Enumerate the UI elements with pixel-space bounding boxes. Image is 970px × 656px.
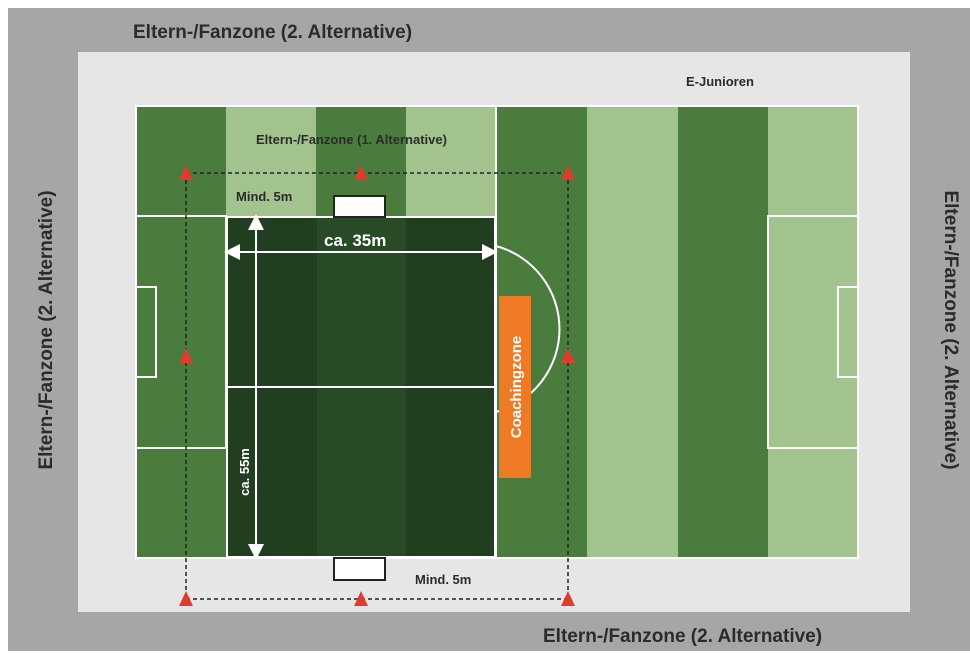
cone-markers bbox=[179, 165, 575, 606]
top-goal bbox=[333, 195, 386, 218]
small-field bbox=[226, 195, 496, 581]
bottom-goal bbox=[333, 557, 386, 581]
cone-marker bbox=[561, 591, 575, 606]
coaching-zone bbox=[499, 296, 531, 478]
pitch-stripe bbox=[678, 106, 768, 558]
perimeter-dashes bbox=[185, 172, 569, 600]
cone-marker bbox=[179, 591, 193, 606]
bottom-zone-label: Eltern-/Fanzone (2. Alternative) bbox=[543, 626, 822, 647]
coaching-zone-label: Coachingzone bbox=[508, 336, 525, 439]
pitch-stripe bbox=[587, 106, 678, 558]
left-zone-label: Eltern-/Fanzone (2. Alternative) bbox=[36, 190, 57, 469]
cone-marker bbox=[561, 348, 575, 363]
length-dimension-label: ca. 55m bbox=[237, 448, 252, 496]
min-distance-bottom-label: Mind. 5m bbox=[415, 572, 471, 587]
cone-marker bbox=[179, 348, 193, 363]
top-zone-label: Eltern-/Fanzone (2. Alternative) bbox=[133, 22, 412, 43]
min-distance-top-label: Mind. 5m bbox=[236, 189, 292, 204]
left-goal-area bbox=[135, 286, 157, 378]
pitch-stripe bbox=[768, 106, 858, 558]
cone-marker bbox=[561, 165, 575, 180]
cone-marker bbox=[179, 165, 193, 180]
right-goal-area bbox=[837, 286, 859, 378]
pitch-stripe bbox=[136, 106, 226, 558]
age-group-label: E-Junioren bbox=[686, 74, 754, 89]
inner-zone-label: Eltern-/Fanzone (1. Alternative) bbox=[256, 132, 447, 147]
width-dimension-label: ca. 35m bbox=[324, 231, 386, 250]
cone-marker bbox=[354, 591, 368, 606]
right-zone-label: Eltern-/Fanzone (2. Alternative) bbox=[940, 190, 961, 469]
cone-marker bbox=[354, 165, 368, 180]
